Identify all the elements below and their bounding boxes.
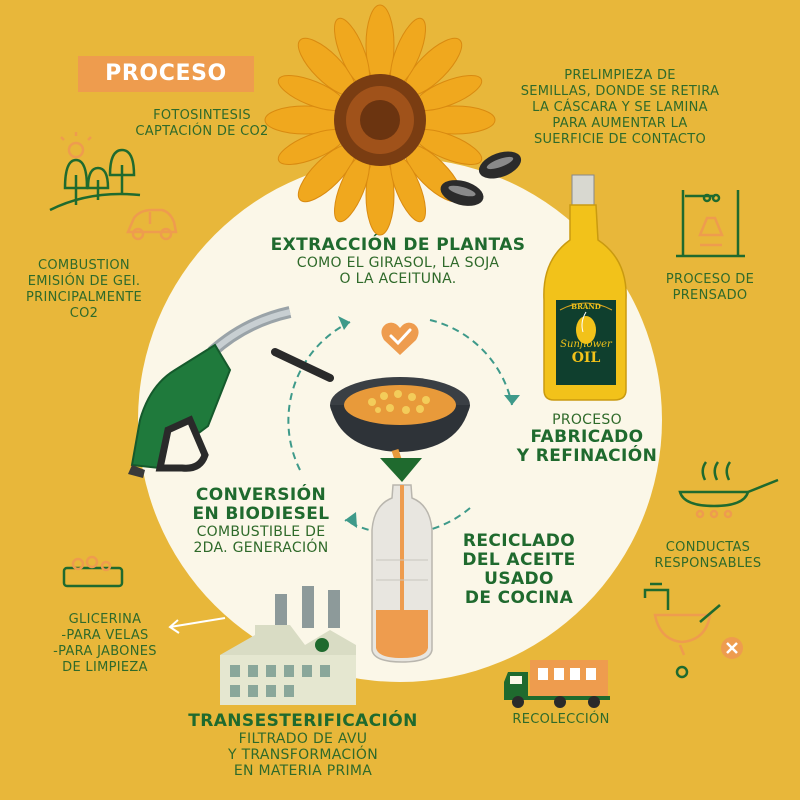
fotosintesis-line: FOTOSINTESIS xyxy=(153,108,251,123)
reciclado-step: RECICLADO DEL ACEITE USADO DE COCINA xyxy=(444,532,594,608)
prelimpieza-line: PRELIMPIEZA DE xyxy=(564,68,676,83)
prelimpieza-line: LA CÁSCARA Y SE LAMINA xyxy=(532,100,708,115)
conversion-title: EN BIODIESEL xyxy=(192,504,330,524)
glicerina-line: GLICERINA xyxy=(68,612,142,627)
press-icon xyxy=(676,190,745,258)
transesterificacion-step: TRANSESTERIFICACIÓN FILTRADO DE AVU Y TR… xyxy=(168,711,438,780)
glicerina-label: GLICERINA -PARA VELAS -PARA JABONES DE L… xyxy=(30,612,180,676)
conversion-line: COMBUSTIBLE DE xyxy=(196,524,326,540)
process-title: PROCESO xyxy=(78,56,254,92)
transesterificacion-line: FILTRADO DE AVU xyxy=(238,731,368,747)
prensado-line: PROCESO DE xyxy=(665,272,755,287)
trees-icon xyxy=(49,132,141,212)
transesterificacion-line: Y TRANSFORMACIÓN xyxy=(227,747,379,763)
arrow-left-icon xyxy=(168,617,226,634)
transesterificacion-line: EN MATERIA PRIMA xyxy=(233,763,373,779)
oil-bottle-icon xyxy=(543,174,627,401)
reciclado-title: USADO xyxy=(484,569,554,589)
conversion-line: 2DA. GENERACIÓN xyxy=(193,540,329,556)
fabricado-step: PROCESO FABRICADO Y REFINACIÓN xyxy=(512,412,662,466)
prelimpieza-line: SEMILLAS, DONDE SE RETIRA xyxy=(520,84,720,99)
prelimpieza-line: SUERFICIE DE CONTACTO xyxy=(533,132,707,147)
soap-icon xyxy=(62,555,124,588)
fotosintesis-line: CAPTACIÓN DE CO2 xyxy=(135,124,269,139)
fabricado-pre: PROCESO xyxy=(552,412,622,428)
check-heart-icon xyxy=(381,322,419,355)
reciclado-title: RECICLADO xyxy=(462,531,576,551)
fabricado-title: FABRICADO xyxy=(530,427,644,447)
glicerina-line: DE LIMPIEZA xyxy=(62,660,148,675)
extraccion-step: EXTRACCIÓN DE PLANTAS COMO EL GIRASOL, L… xyxy=(248,235,548,288)
reciclado-title: DEL ACEITE xyxy=(462,550,576,570)
prensado-line: PRENSADO xyxy=(672,288,748,303)
factory-icon xyxy=(220,586,356,705)
fuel-nozzle-icon xyxy=(128,306,292,478)
recoleccion-label: RECOLECCIÓN xyxy=(512,712,610,727)
fotosintesis-label: FOTOSINTESIS CAPTACIÓN DE CO2 xyxy=(118,108,286,140)
combustion-line: EMISIÓN DE GEI. xyxy=(27,274,141,289)
seeds-icon xyxy=(440,151,522,206)
bottle-name: Sunflower xyxy=(560,339,612,350)
truck-icon xyxy=(504,660,610,708)
extraccion-line: COMO EL GIRASOL, LA SOJA xyxy=(296,255,500,271)
bottle-brand: BRAND xyxy=(571,302,601,311)
combustion-line: COMBUSTION xyxy=(38,258,130,273)
plastic-bottle-icon xyxy=(371,484,433,663)
extraccion-title: EXTRACCIÓN DE PLANTAS xyxy=(270,235,526,255)
prensado-label: PROCESO DE PRENSADO xyxy=(650,272,770,304)
fabricado-title: Y REFINACIÓN xyxy=(516,446,658,466)
conductas-line: CONDUCTAS xyxy=(665,540,751,555)
glicerina-line: -PARA VELAS xyxy=(61,628,149,643)
conductas-label: CONDUCTAS RESPONSABLES xyxy=(638,540,778,572)
conductas-line: RESPONSABLES xyxy=(654,556,762,571)
sink-strainer-icon xyxy=(643,582,721,679)
extraccion-line: O LA ACEITUNA. xyxy=(339,271,457,287)
bottle-label: BRAND Sunflower OIL xyxy=(556,302,616,366)
frying-pan-icon xyxy=(271,348,470,472)
prelimpieza-label: PRELIMPIEZA DE SEMILLAS, DONDE SE RETIRA… xyxy=(505,68,735,148)
funnel-icon xyxy=(380,458,422,482)
car-icon xyxy=(126,208,178,241)
combustion-line: PRINCIPALMENTE xyxy=(26,290,142,305)
conversion-title: CONVERSIÓN xyxy=(195,485,327,505)
cooking-pan-icon xyxy=(678,461,779,519)
combustion-line: CO2 xyxy=(69,306,99,321)
glicerina-line: -PARA JABONES xyxy=(53,644,157,659)
bottle-oil: OIL xyxy=(571,350,601,366)
prelimpieza-line: PARA AUMENTAR LA xyxy=(552,116,688,131)
reciclado-title: DE COCINA xyxy=(464,588,574,608)
conversion-step: CONVERSIÓN EN BIODIESEL COMBUSTIBLE DE 2… xyxy=(176,485,346,557)
combustion-label: COMBUSTION EMISIÓN DE GEI. PRINCIPALMENT… xyxy=(14,258,154,322)
transesterificacion-title: TRANSESTERIFICACIÓN xyxy=(188,711,418,731)
